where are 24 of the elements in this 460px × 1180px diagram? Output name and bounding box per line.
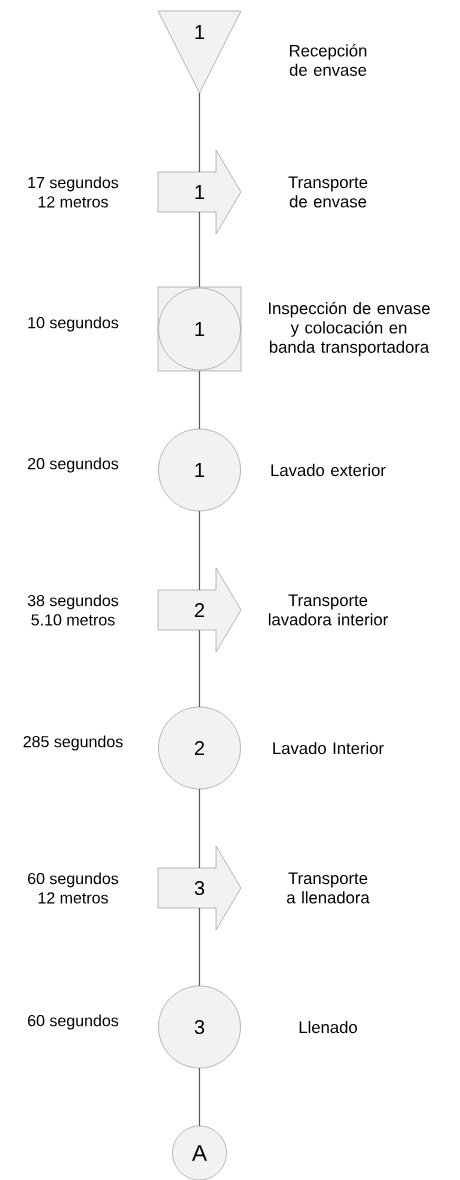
time-label: 38 segundos 5.10 metros [27, 594, 119, 626]
time-label: 285 segundos [23, 735, 123, 751]
connector-line [198, 1067, 201, 1127]
step-description: Transporte lavadora interior [268, 594, 388, 626]
step-description: Lavado exterior [271, 463, 386, 477]
connector-line [198, 629, 201, 708]
step-description: Lavado Interior [273, 741, 384, 755]
connector-line [198, 510, 201, 591]
time-label: 60 segundos 12 metros [28, 872, 119, 904]
connector-line [198, 370, 201, 430]
step-description: Recepción de envase [289, 44, 367, 76]
time-label: 17 segundos 12 metros [28, 176, 119, 208]
step-description: Transporte a llenadora [287, 872, 370, 904]
time-label: 60 segundos [28, 1014, 119, 1030]
connector-line [198, 211, 201, 288]
connector-line [198, 907, 201, 987]
connector-line [198, 788, 201, 869]
storage-triangle: 1 [157, 10, 242, 94]
time-label: 20 segundos [28, 457, 119, 473]
step-description: Llenado [299, 1020, 357, 1034]
connector-line [198, 92, 201, 173]
time-label: 10 segundos [28, 316, 119, 332]
step-description: Transporte de envase [288, 176, 368, 208]
step-description: Inspección de envase y colocación en banda transportadora [269, 301, 430, 357]
